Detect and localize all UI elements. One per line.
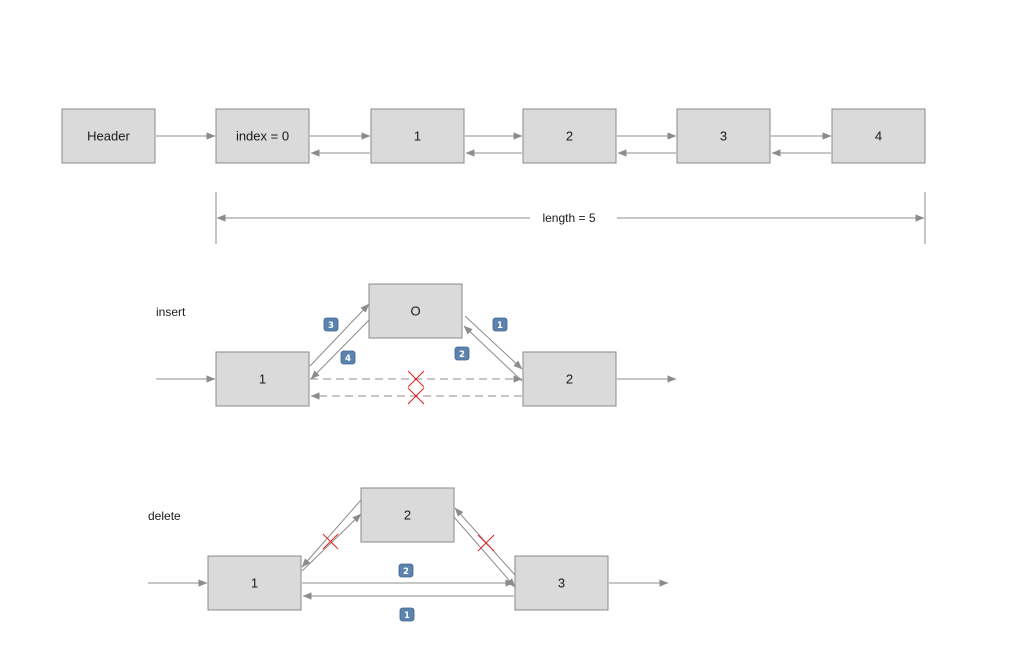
insert-node-new-label: O [410, 304, 420, 319]
insert-link-o-to-1 [310, 316, 373, 380]
insert-step-badge-3: 3 [323, 317, 339, 332]
list-node-0: index = 0 [215, 108, 310, 164]
insert-section: insert 1 O 2 [156, 283, 677, 407]
insert-link-2-to-o [463, 325, 523, 382]
svg-text:4: 4 [345, 354, 351, 364]
delete-step-badge-2: 2 [398, 563, 414, 578]
list-node-0-label: index = 0 [236, 129, 289, 144]
delete-cross-icon-left [322, 533, 339, 550]
list-node-2: 2 [522, 108, 617, 164]
delete-node-removed: 2 [360, 487, 455, 543]
insert-link-1-to-o [309, 303, 370, 367]
delete-node-left: 1 [207, 555, 302, 611]
list-node-3: 3 [676, 108, 771, 164]
insert-node-left-label: 1 [259, 372, 266, 387]
linked-list-row: Header index = 0 1 2 3 4 length = 5 [61, 108, 926, 244]
svg-text:1: 1 [497, 321, 503, 331]
delete-node-left-label: 1 [251, 576, 258, 591]
list-node-2-label: 2 [566, 129, 573, 144]
insert-cross-icon-top [407, 370, 425, 388]
svg-text:3: 3 [328, 321, 334, 331]
svg-text:2: 2 [459, 350, 465, 360]
insert-node-right-label: 2 [566, 372, 573, 387]
length-dimension: length = 5 [215, 192, 926, 244]
insert-link-o-to-2 [464, 315, 523, 370]
delete-node-right: 3 [514, 555, 609, 611]
delete-node-right-label: 3 [558, 576, 565, 591]
list-node-4-label: 4 [875, 129, 882, 144]
list-node-1-label: 1 [414, 129, 421, 144]
delete-cross-icon-right [477, 534, 495, 552]
insert-step-badge-4: 4 [340, 350, 356, 365]
list-node-1: 1 [370, 108, 465, 164]
delete-label: delete [148, 509, 181, 523]
header-node: Header [61, 108, 156, 164]
insert-step-badge-2: 2 [454, 346, 470, 361]
length-label: length = 5 [542, 211, 595, 225]
delete-step-badge-1: 1 [399, 607, 415, 622]
list-node-4: 4 [831, 108, 926, 164]
list-node-3-label: 3 [720, 129, 727, 144]
insert-node-right: 2 [522, 351, 617, 407]
delete-old-link-2-to-3 [453, 516, 516, 588]
insert-node-left: 1 [215, 351, 310, 407]
delete-node-removed-label: 2 [404, 508, 411, 523]
header-node-label: Header [87, 129, 130, 144]
delete-old-link-2-to-1 [301, 499, 362, 568]
svg-text:1: 1 [404, 611, 410, 621]
insert-label: insert [156, 305, 186, 319]
insert-cross-icon-bottom [407, 387, 425, 405]
svg-text:2: 2 [403, 567, 409, 577]
insert-step-badge-1: 1 [492, 317, 508, 332]
insert-node-new: O [368, 283, 463, 339]
delete-section: delete 1 2 3 [148, 487, 669, 622]
